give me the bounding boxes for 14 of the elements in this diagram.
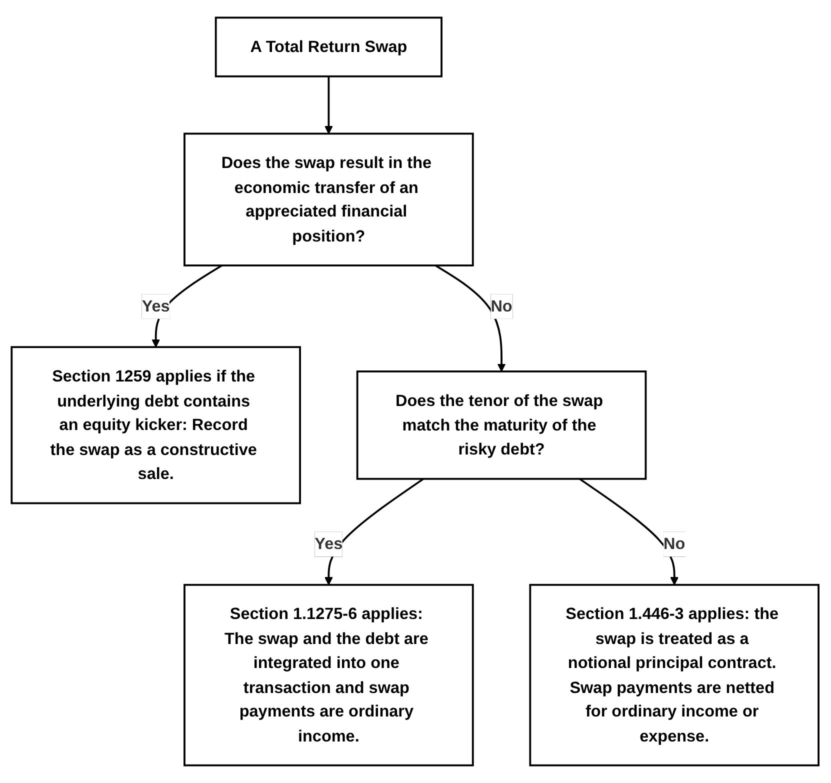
node-box: Section 1.1275-6 applies: The swap and the debt are integrated into one transaction and swap payments are ordinary income. xyxy=(184,584,474,766)
edge-label: No xyxy=(491,296,513,316)
edge-label: Yes xyxy=(315,534,344,553)
node-box: Section 1259 applies if the underlying debt contains an equity kicker: Record the swap as a constructive sale. xyxy=(11,346,302,504)
edge-label: No xyxy=(664,534,686,553)
node-box: A Total Return Swap xyxy=(215,16,443,78)
arrow xyxy=(324,76,334,134)
node-box: Section 1.446-3 applies: the swap is treated as a notional principal contract. Swap payments are netted for ordinary income or expense. xyxy=(530,584,820,766)
node-box: Does the tenor of the swap match the maturity of the risky debt? xyxy=(356,370,648,480)
node-box: Does the swap result in the economic transfer of an appreciated financial position? xyxy=(184,132,474,266)
arrow xyxy=(435,264,506,372)
edge-label: Yes xyxy=(142,296,170,316)
arrow xyxy=(324,478,424,586)
arrow xyxy=(579,478,679,586)
